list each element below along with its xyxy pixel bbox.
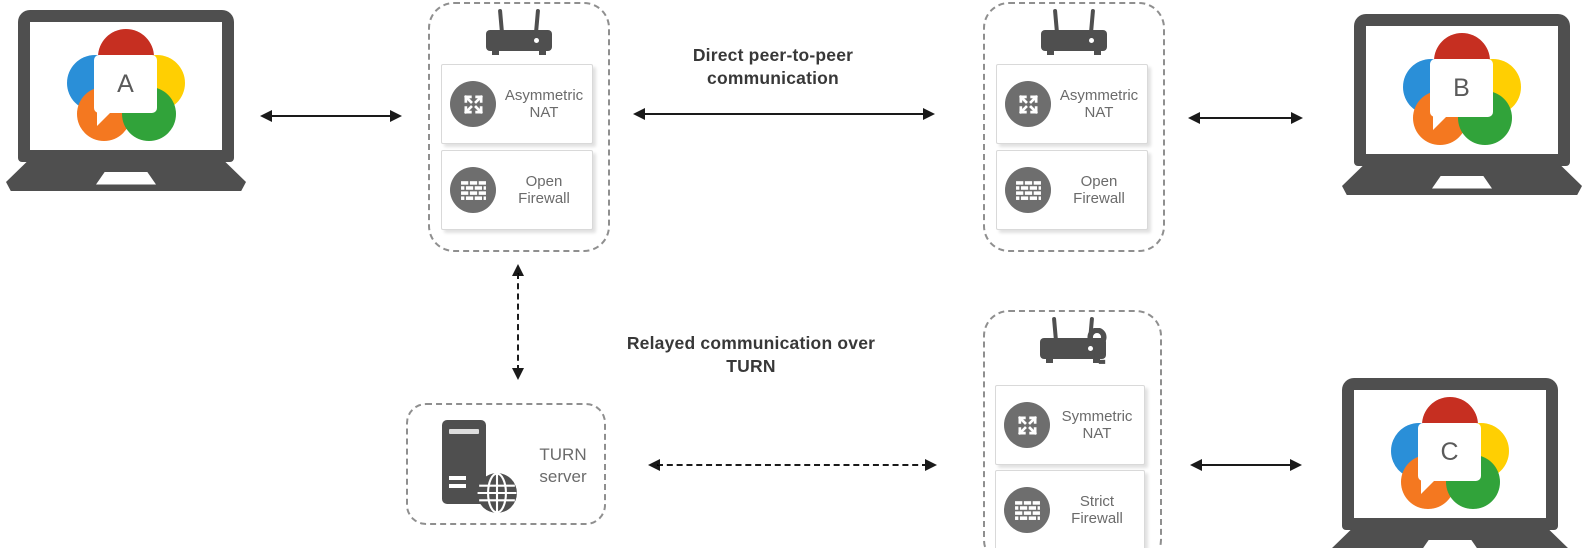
brick-wall-icon — [1004, 487, 1050, 533]
laptop-base — [1330, 529, 1570, 548]
nat-card: Asymmetric NAT — [441, 64, 593, 144]
arrow-peer-a-gateway1 — [260, 110, 402, 122]
arrow-line — [517, 273, 519, 371]
speech-bubble-tail — [1421, 479, 1436, 494]
nat-expand-arrows-icon — [1004, 402, 1050, 448]
router-foot — [539, 50, 546, 55]
arrow-gateway1-gateway2 — [633, 108, 935, 120]
router-foot — [492, 50, 499, 55]
laptop-screen: A — [18, 10, 234, 162]
nat-expand-arrows-icon — [450, 81, 496, 127]
speech-bubble-icon: B — [1430, 59, 1493, 130]
laptop-peer-b: B — [1342, 14, 1582, 195]
router-foot — [1094, 50, 1101, 55]
key-icon — [1085, 327, 1109, 373]
turn-server-label: TURN server — [539, 444, 587, 486]
direct-p2p-label: Direct peer-to-peer communication — [692, 45, 854, 88]
speech-bubble-tail — [1433, 115, 1448, 130]
router-icon — [486, 8, 552, 59]
gateway-2: Asymmetric NAT Open Firewall — [983, 2, 1165, 252]
arrow-gateway3-peer-c — [1190, 459, 1302, 471]
globe-icon — [477, 472, 517, 514]
firewall-card: Strict Firewall — [995, 470, 1145, 548]
peer-letter: A — [117, 69, 134, 98]
laptop-peer-a: A — [6, 10, 246, 191]
nat-card: Asymmetric NAT — [996, 64, 1148, 144]
server-line — [449, 484, 466, 488]
laptop-notch — [96, 171, 156, 185]
peer-letter: C — [1440, 437, 1459, 466]
laptop-base — [6, 161, 246, 191]
relayed-turn-label: Relayed communication over TURN — [626, 333, 876, 376]
router-led — [534, 38, 539, 43]
brick-wall-icon — [1005, 167, 1051, 213]
server-slot — [449, 429, 479, 434]
router-foot — [1045, 358, 1053, 363]
router-body — [486, 30, 552, 51]
server-line — [449, 476, 466, 480]
nat-label: Asymmetric NAT — [504, 86, 584, 121]
laptop-notch — [1432, 175, 1492, 189]
speech-bubble-icon: C — [1418, 423, 1481, 494]
arrow-line — [642, 113, 926, 115]
router-icon — [1041, 8, 1107, 59]
gateway-1: Asymmetric NAT Open Firewall — [428, 2, 610, 252]
router-led — [1089, 38, 1094, 43]
laptop-base — [1342, 165, 1582, 195]
arrow-turn-server-gateway3 — [648, 459, 937, 471]
peer-letter: B — [1453, 73, 1470, 102]
arrow-line — [1199, 464, 1293, 466]
router-body — [1041, 30, 1107, 51]
webrtc-logo: C — [1391, 397, 1509, 511]
router-body — [1039, 338, 1106, 359]
laptop-screen-inner: C — [1354, 390, 1546, 518]
laptop-peer-c: C — [1330, 378, 1570, 548]
firewall-card: Open Firewall — [996, 150, 1148, 230]
server-tower-icon — [428, 418, 520, 514]
firewall-label: Open Firewall — [518, 172, 570, 207]
nat-label: Asymmetric NAT — [1059, 86, 1139, 121]
laptop-notch — [1420, 539, 1480, 548]
webrtc-logo: B — [1403, 33, 1521, 147]
router-foot — [1047, 50, 1054, 55]
arrow-gateway2-peer-b — [1188, 112, 1303, 124]
nat-card: Symmetric NAT — [995, 385, 1145, 465]
speech-bubble-tail — [97, 111, 112, 126]
nat-expand-arrows-icon — [1005, 81, 1051, 127]
speech-bubble-icon: A — [94, 55, 157, 126]
gateway-3: Symmetric NAT Strict Firewall — [983, 310, 1162, 548]
arrow-gateway1-turn-server — [512, 264, 524, 380]
laptop-screen-inner: B — [1366, 26, 1558, 154]
brick-wall-icon — [450, 167, 496, 213]
laptop-screen: C — [1342, 378, 1558, 530]
laptop-screen: B — [1354, 14, 1570, 166]
arrow-line — [269, 115, 393, 117]
router-led — [1087, 346, 1093, 351]
nat-label: Symmetric NAT — [1061, 407, 1133, 442]
arrow-line — [657, 464, 928, 466]
firewall-label: Open Firewall — [1073, 172, 1125, 207]
firewall-label: Strict Firewall — [1071, 492, 1123, 527]
turn-server-box: TURN server — [406, 403, 606, 525]
webrtc-logo: A — [67, 29, 185, 143]
firewall-card: Open Firewall — [441, 150, 593, 230]
arrow-line — [1197, 117, 1294, 119]
laptop-screen-inner: A — [30, 22, 222, 150]
